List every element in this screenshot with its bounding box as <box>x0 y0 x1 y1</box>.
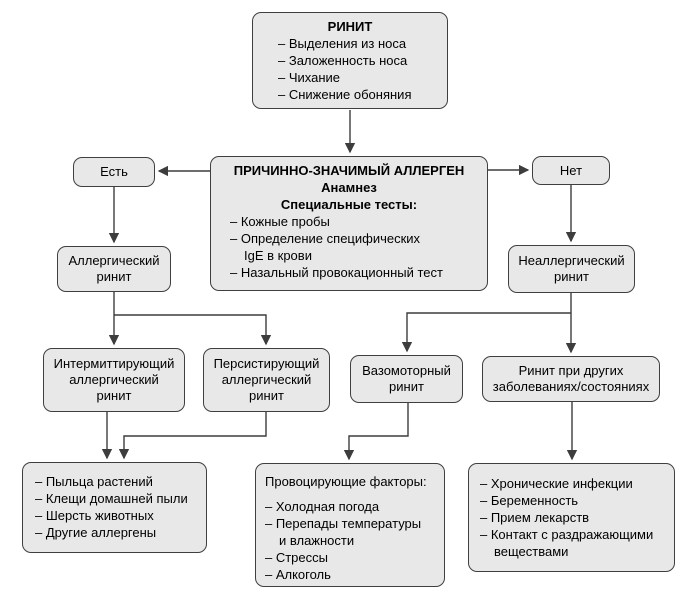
factors-title: Провоцирующие факторы: <box>265 474 427 489</box>
node-yes: Есть <box>73 157 155 187</box>
list-item: – Кожные пробы <box>230 214 330 229</box>
node-causative-allergen: ПРИЧИННО-ЗНАЧИМЫЙ АЛЛЕРГЕН Анамнез Специ… <box>210 156 488 291</box>
list-item: – Другие аллергены <box>35 525 157 540</box>
node-rhinitis-other-conditions: Ринит при других заболеваниях/состояниях <box>482 356 660 402</box>
list-item: – Заложенность носа <box>278 53 408 68</box>
allergen-title: ПРИЧИННО-ЗНАЧИМЫЙ АЛЛЕРГЕН <box>233 163 465 178</box>
persistent-label: Персистирующий аллергический ринит <box>213 356 320 403</box>
node-allergens-list: – Пыльца растений – Клещи домашней пыли – … <box>22 462 207 553</box>
connector-vasomotor-factors <box>343 403 409 461</box>
rhinitis-symptoms-list: – Выделения из носа – Заложенность носа – … <box>261 35 439 103</box>
list-item: – Определение специфических IgE в крови <box>230 231 421 263</box>
connector-nonallergic-vasomotor <box>401 312 571 353</box>
node-allergic-rhinitis: Аллергический ринит <box>57 246 171 292</box>
node-provoking-factors: Провоцирующие факторы: – Холодная погода… <box>255 463 445 587</box>
list-item: – Стрессы <box>265 550 328 565</box>
list-item: – Назальный провокационный тест <box>230 265 443 280</box>
list-item: – Прием лекарств <box>480 510 590 525</box>
list-item: – Холодная погода <box>265 499 380 514</box>
other-conditions-label: Ринит при других заболеваниях/состояниях <box>492 363 650 394</box>
nonallergic-rhinitis-label: Неаллергический ринит <box>518 253 625 284</box>
list-item: – Снижение обоняния <box>278 87 412 102</box>
intermittent-label: Интермиттирующий аллергический ринит <box>53 356 175 403</box>
allergen-tests-list: – Кожные пробы – Определение специфически… <box>219 213 479 281</box>
list-item: – Контакт с раздражающими веществами <box>480 527 654 559</box>
factors-list: – Холодная погода – Перепады температуры … <box>265 498 438 583</box>
list-item: – Алкоголь <box>265 567 331 582</box>
list-item: – Клещи домашней пыли <box>35 491 188 506</box>
list-item: – Перепады температуры и влажности <box>265 516 422 548</box>
node-no: Нет <box>532 156 610 185</box>
connector-persistent-allergens <box>118 412 267 460</box>
node-nonallergic-rhinitis: Неаллергический ринит <box>508 245 635 293</box>
node-intermittent-allergic-rhinitis: Интермиттирующий аллергический ринит <box>43 348 185 412</box>
allergen-subtitle-tests: Специальные тесты: <box>280 197 418 212</box>
nonallergic-causes-list: – Хронические инфекции – Беременность – Пр… <box>480 475 668 560</box>
rhinitis-title: РИНИТ <box>327 19 373 34</box>
allergic-rhinitis-label: Аллергический ринит <box>68 253 160 284</box>
no-label: Нет <box>559 162 583 178</box>
list-item: – Шерсть животных <box>35 508 154 523</box>
allergens-list: – Пыльца растений – Клещи домашней пыли – … <box>35 473 198 541</box>
connector-allergic-persistent <box>114 314 272 346</box>
node-nonallergic-causes: – Хронические инфекции – Беременность – Пр… <box>468 463 675 572</box>
yes-label: Есть <box>100 164 128 179</box>
list-item: – Хронические инфекции <box>480 476 633 491</box>
node-vasomotor-rhinitis: Вазомоторный ринит <box>350 355 463 403</box>
vasomotor-label: Вазомоторный ринит <box>362 363 451 394</box>
node-persistent-allergic-rhinitis: Персистирующий аллергический ринит <box>203 348 330 412</box>
list-item: – Выделения из носа <box>278 36 407 51</box>
list-item: – Пыльца растений <box>35 474 153 489</box>
node-rhinitis: РИНИТ – Выделения из носа – Заложенность … <box>252 12 448 109</box>
list-item: – Чихание <box>278 70 341 85</box>
allergen-subtitle-anamnesis: Анамнез <box>321 180 377 195</box>
list-item: – Беременность <box>480 493 579 508</box>
